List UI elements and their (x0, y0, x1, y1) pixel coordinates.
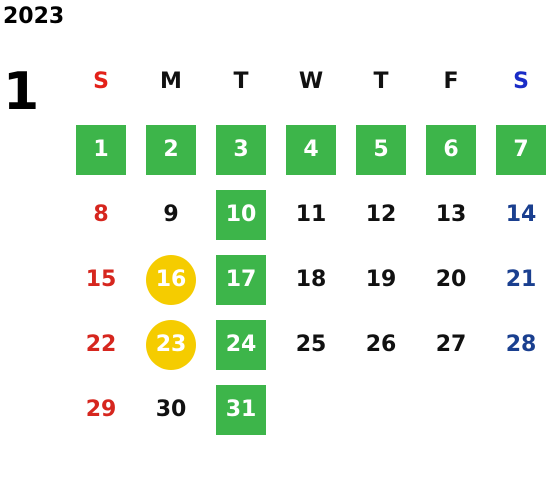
day-number: 13 (435, 202, 467, 227)
day-cell-19[interactable]: 19 (356, 255, 406, 305)
day-cell-25[interactable]: 25 (286, 320, 336, 370)
day-number: 14 (505, 202, 537, 227)
day-cell-27[interactable]: 27 (426, 320, 476, 370)
day-cell-4[interactable]: 4 (286, 125, 336, 175)
day-number: 3 (233, 137, 249, 162)
day-number: 9 (163, 202, 179, 227)
day-cell-13[interactable]: 13 (426, 190, 476, 240)
day-number: 29 (85, 397, 117, 422)
day-number: 25 (295, 332, 327, 357)
day-number: 18 (295, 267, 327, 292)
day-number: 4 (303, 137, 319, 162)
day-cell-14[interactable]: 14 (496, 190, 546, 240)
day-cell-29[interactable]: 29 (76, 385, 126, 435)
month-number: 1 (3, 62, 40, 122)
weekday-monday: M (160, 69, 182, 94)
day-cell-1[interactable]: 1 (76, 125, 126, 175)
day-number: 12 (365, 202, 397, 227)
day-cell-22[interactable]: 22 (76, 320, 126, 370)
day-cell-21[interactable]: 21 (496, 255, 546, 305)
day-number: 28 (505, 332, 537, 357)
day-number: 31 (225, 397, 257, 422)
day-cell-30[interactable]: 30 (146, 385, 196, 435)
day-number: 17 (225, 267, 257, 292)
day-number: 8 (93, 202, 109, 227)
weekday-thursday: T (373, 69, 389, 94)
day-number: 10 (225, 202, 257, 227)
day-cell-5[interactable]: 5 (356, 125, 406, 175)
day-cell-9[interactable]: 9 (146, 190, 196, 240)
weekday-sunday: S (93, 69, 109, 94)
day-number: 23 (155, 332, 187, 357)
day-cell-18[interactable]: 18 (286, 255, 336, 305)
day-number: 1 (93, 137, 109, 162)
day-cell-24[interactable]: 24 (216, 320, 266, 370)
day-cell-11[interactable]: 11 (286, 190, 336, 240)
day-cell-23[interactable]: 23 (146, 320, 196, 370)
day-number: 22 (85, 332, 117, 357)
day-number: 30 (155, 397, 187, 422)
day-cell-6[interactable]: 6 (426, 125, 476, 175)
day-cell-28[interactable]: 28 (496, 320, 546, 370)
day-cell-20[interactable]: 20 (426, 255, 476, 305)
year-label: 2023 (3, 4, 65, 29)
weekday-wednesday: W (298, 69, 324, 94)
day-cell-26[interactable]: 26 (356, 320, 406, 370)
day-number: 20 (435, 267, 467, 292)
day-number: 5 (373, 137, 389, 162)
day-number: 7 (513, 137, 529, 162)
day-number: 27 (435, 332, 467, 357)
weekday-saturday: S (513, 69, 529, 94)
weekday-tuesday: T (233, 69, 249, 94)
day-number: 21 (505, 267, 537, 292)
day-number: 19 (365, 267, 397, 292)
day-cell-10[interactable]: 10 (216, 190, 266, 240)
day-cell-15[interactable]: 15 (76, 255, 126, 305)
day-number: 15 (85, 267, 117, 292)
day-cell-8[interactable]: 8 (76, 190, 126, 240)
day-number: 26 (365, 332, 397, 357)
day-cell-12[interactable]: 12 (356, 190, 406, 240)
day-cell-17[interactable]: 17 (216, 255, 266, 305)
day-number: 24 (225, 332, 257, 357)
day-number: 11 (295, 202, 327, 227)
day-number: 2 (163, 137, 179, 162)
day-cell-2[interactable]: 2 (146, 125, 196, 175)
day-cell-3[interactable]: 3 (216, 125, 266, 175)
day-cell-31[interactable]: 31 (216, 385, 266, 435)
weekday-friday: F (443, 69, 459, 94)
day-cell-7[interactable]: 7 (496, 125, 546, 175)
day-number: 16 (155, 267, 187, 292)
day-cell-16[interactable]: 16 (146, 255, 196, 305)
day-number: 6 (443, 137, 459, 162)
